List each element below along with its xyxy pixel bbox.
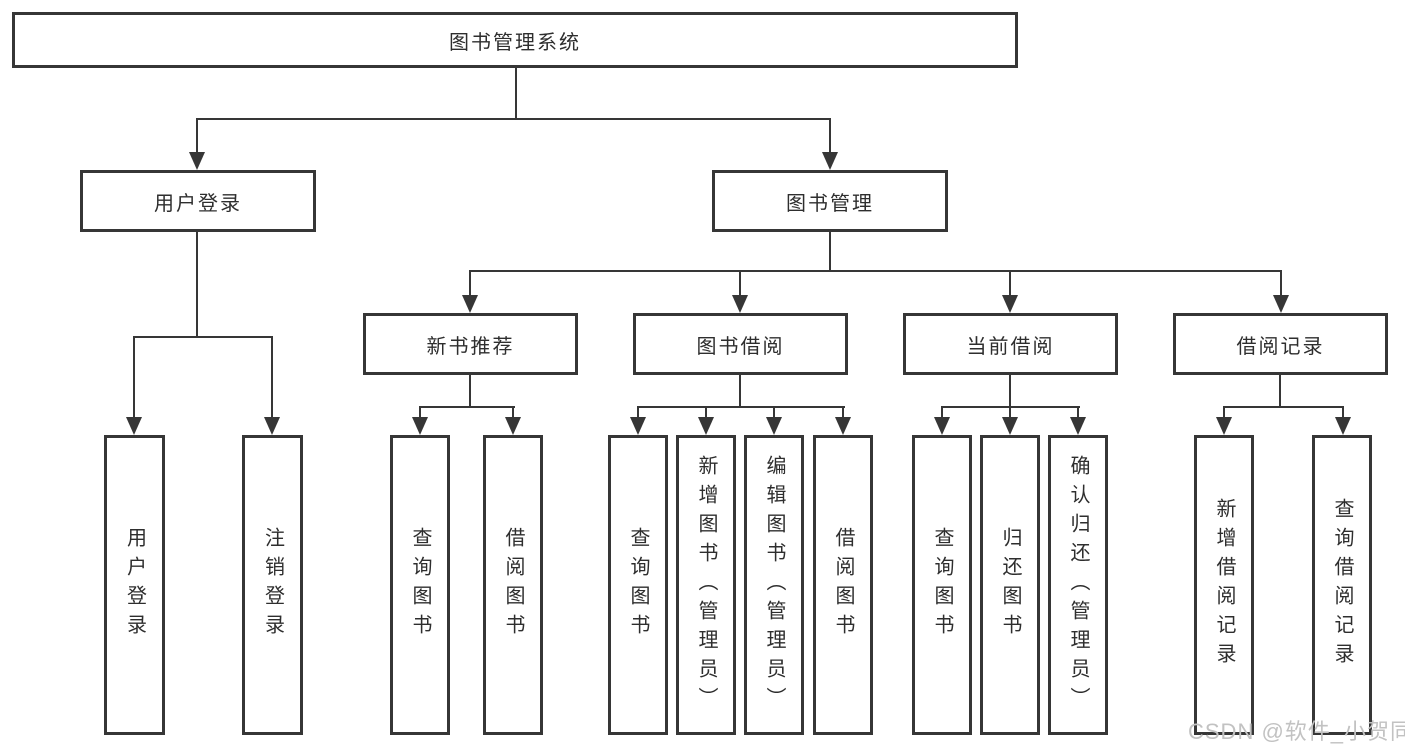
- leaf-borrow-books: 借阅图书: [483, 435, 543, 735]
- arrow-down-icon: [934, 417, 950, 435]
- arrow-down-icon: [698, 417, 714, 435]
- leaf-query-books: 查询图书: [390, 435, 450, 735]
- leaf-add-borrow-record: 新增借阅记录: [1194, 435, 1254, 735]
- connector-line: [1009, 375, 1011, 408]
- arrow-down-icon: [1335, 417, 1351, 435]
- connector-line: [469, 270, 1282, 272]
- connector-line: [829, 118, 831, 156]
- arrow-down-icon: [1002, 295, 1018, 313]
- arrow-down-icon: [1273, 295, 1289, 313]
- leaf-borrow-books: 借阅图书: [813, 435, 873, 735]
- arrow-down-icon: [1216, 417, 1232, 435]
- connector-line: [419, 406, 515, 408]
- node-root: 图书管理系统: [12, 12, 1018, 68]
- connector-line: [196, 232, 198, 338]
- leaf-return-books: 归还图书: [980, 435, 1040, 735]
- node-borrow-records: 借阅记录: [1173, 313, 1388, 375]
- leaf-edit-books-admin: 编辑图书（管理员）: [744, 435, 804, 735]
- connector-line: [1223, 406, 1225, 419]
- connector-line: [739, 375, 741, 408]
- connector-line: [773, 406, 775, 419]
- node-book-borrow: 图书借阅: [633, 313, 848, 375]
- connector-line: [515, 68, 517, 120]
- csdn-watermark: CSDN @软件_小贺同学: [1188, 719, 1405, 744]
- node-book-management: 图书管理: [712, 170, 948, 232]
- arrow-down-icon: [264, 417, 280, 435]
- arrow-down-icon: [1070, 417, 1086, 435]
- arrow-down-icon: [126, 417, 142, 435]
- connector-line: [829, 232, 831, 272]
- connector-line: [842, 406, 844, 419]
- arrow-down-icon: [732, 295, 748, 313]
- connector-line: [1223, 406, 1344, 408]
- connector-line: [196, 118, 831, 120]
- leaf-query-books: 查询图书: [608, 435, 668, 735]
- connector-line: [419, 406, 421, 419]
- connector-line: [1009, 406, 1011, 419]
- leaf-add-books-admin: 新增图书（管理员）: [676, 435, 736, 735]
- connector-line: [1280, 270, 1282, 297]
- connector-line: [705, 406, 707, 419]
- node-new-book-recommend: 新书推荐: [363, 313, 578, 375]
- leaf-user-login: 用户登录: [104, 435, 165, 735]
- connector-line: [1342, 406, 1344, 419]
- connector-line: [133, 336, 273, 338]
- leaf-confirm-return-admin: 确认归还（管理员）: [1048, 435, 1108, 735]
- arrow-down-icon: [766, 417, 782, 435]
- arrow-down-icon: [1002, 417, 1018, 435]
- connector-line: [637, 406, 639, 419]
- connector-line: [469, 270, 471, 297]
- connector-line: [271, 336, 273, 419]
- leaf-query-books: 查询图书: [912, 435, 972, 735]
- arrow-down-icon: [412, 417, 428, 435]
- node-current-borrow: 当前借阅: [903, 313, 1118, 375]
- connector-line: [196, 118, 198, 156]
- connector-line: [637, 406, 845, 408]
- arrow-down-icon: [835, 417, 851, 435]
- leaf-logout: 注销登录: [242, 435, 303, 735]
- arrow-down-icon: [630, 417, 646, 435]
- connector-line: [941, 406, 943, 419]
- connector-line: [512, 406, 514, 419]
- arrow-down-icon: [505, 417, 521, 435]
- connector-line: [1009, 270, 1011, 297]
- connector-line: [1279, 375, 1281, 408]
- leaf-query-borrow-record: 查询借阅记录: [1312, 435, 1372, 735]
- connector-line: [469, 375, 471, 408]
- node-user-login: 用户登录: [80, 170, 316, 232]
- connector-line: [133, 336, 135, 419]
- connector-line: [739, 270, 741, 297]
- arrow-down-icon: [189, 152, 205, 170]
- connector-line: [1077, 406, 1079, 419]
- arrow-down-icon: [822, 152, 838, 170]
- arrow-down-icon: [462, 295, 478, 313]
